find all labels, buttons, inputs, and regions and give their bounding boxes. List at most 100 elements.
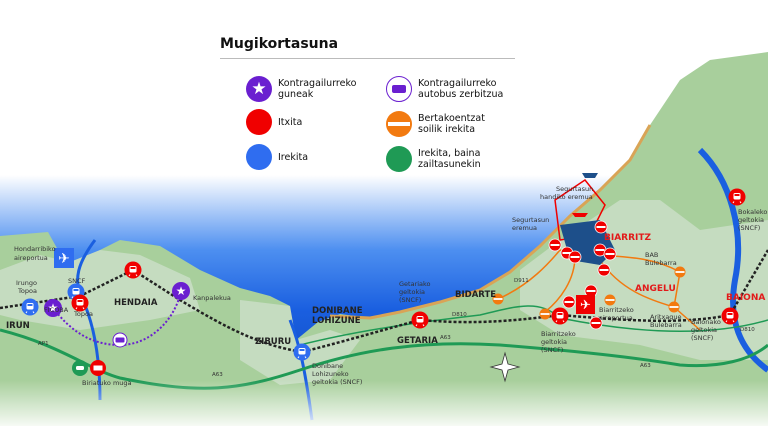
legend-label: Itxita: [278, 116, 303, 128]
donibane-station-label: geltokia (SNCF): [312, 378, 362, 386]
svg-text:✈: ✈: [580, 298, 591, 313]
town-biarritz: BIARRITZ: [604, 233, 652, 243]
town-donibane: DONIBANE: [312, 306, 363, 316]
orange-no-entry-icon: [386, 111, 412, 137]
red-boat-icon: [572, 213, 588, 217]
closed-road-icon[interactable]: [568, 250, 582, 264]
hondarribia-airport-label: Hondarribiko: [14, 245, 56, 253]
getaria-station-label: (SNCF): [399, 296, 421, 304]
boucau-station-label: Bokaleko: [738, 208, 767, 216]
baiona-station-label: geltokia: [691, 326, 717, 334]
bus-icon[interactable]: [112, 332, 128, 348]
closed-road-icon[interactable]: [548, 238, 562, 252]
counter-summit-bus-route: [52, 290, 182, 347]
security-zone-label: Segurtasun: [512, 216, 549, 224]
legend-label: zailtasunekin: [418, 159, 481, 170]
bab-label: BAB: [645, 251, 658, 259]
town-angelu: ANGELU: [635, 284, 676, 294]
donibane-station-label: Lohizuneko: [312, 370, 349, 378]
bab-label: Bulebarra: [645, 259, 677, 267]
aritxague-label: Bulebarra: [650, 321, 682, 329]
getaria-train-icon[interactable]: [411, 311, 429, 329]
orange-road-icon[interactable]: [539, 308, 551, 320]
biarritz-station-label: Biarritzeko: [541, 330, 576, 338]
baiona-train-icon[interactable]: [721, 307, 739, 325]
biarritz-station-label: (SNCF): [541, 346, 563, 354]
boucau-station-label: geltokia: [738, 216, 764, 224]
legend-item-open: Irekita: [246, 144, 308, 170]
red-circle-icon: [246, 109, 272, 135]
topoa-train-icon[interactable]: [71, 294, 89, 312]
biarritz-airport-icon[interactable]: ✈: [576, 295, 595, 314]
legend-item-closed: Itxita: [246, 109, 302, 135]
closed-road-icon[interactable]: [603, 247, 617, 261]
baiona-station-label: Baionako: [691, 318, 721, 326]
orange-road-icon[interactable]: [668, 301, 680, 313]
getaria-station-label: geltokia: [399, 288, 425, 296]
urban-area-donibane: [240, 300, 360, 385]
truck-icon[interactable]: [90, 360, 106, 376]
town-getaria: GETARIA: [397, 336, 438, 346]
kanpalekua-star-icon[interactable]: ★: [172, 282, 190, 300]
road-label-a63: A63: [212, 372, 223, 378]
legend-label: Kontragailurreko: [418, 78, 497, 89]
boucau-train-icon[interactable]: [728, 188, 746, 206]
hendaia-train-icon[interactable]: [124, 261, 142, 279]
svg-text:★: ★: [176, 284, 187, 298]
biarritz-train-icon[interactable]: [551, 307, 569, 325]
ficoba-star-icon[interactable]: ★: [44, 299, 62, 317]
town-bidarte: BIDARTE: [455, 290, 496, 300]
svg-text:★: ★: [48, 301, 59, 315]
boucau-station-label: (SNCF): [738, 224, 760, 232]
getaria-station-label: Getariako: [399, 280, 431, 288]
legend-label: soilik irekita: [418, 124, 476, 135]
irun-topoa-train-icon[interactable]: [21, 298, 39, 316]
road-label-a63: A63: [440, 335, 451, 341]
blue-circle-icon: [246, 144, 272, 170]
town-baiona: BAIONA: [726, 293, 765, 303]
svg-text:✈: ✈: [58, 251, 70, 267]
security-zone-label: eremua: [512, 224, 537, 232]
biarritz-airport-label: Biarritzeko: [599, 306, 634, 314]
legend-title: Mugikortasuna: [220, 36, 515, 59]
legend-label: Irekita, baina: [418, 148, 481, 159]
aritxague-label: Aritxague: [650, 313, 682, 321]
irun-topoa-label: Irungo: [16, 279, 37, 287]
boat-icon: [582, 173, 598, 178]
beach: [329, 124, 652, 320]
ficoba-label: FICOBA: [44, 306, 69, 314]
legend-label: Bertakoentzat: [418, 113, 485, 124]
legend-label: Kontragailurreko: [278, 78, 357, 89]
closed-road-icon[interactable]: [594, 220, 608, 234]
closed-road-icon[interactable]: [597, 263, 611, 277]
hondarribia-airport-icon[interactable]: ✈: [54, 248, 74, 268]
irun-topoa-label: Topoa: [17, 287, 37, 295]
donibane-train-icon[interactable]: [293, 343, 311, 361]
kanpalekua-label: Kanpalekua: [193, 294, 231, 302]
biriatu-label: Biriatuko muga: [82, 379, 132, 387]
high-security-zone-label: handiko eremua: [540, 193, 593, 201]
town-hendaia: HENDAIA: [114, 298, 158, 308]
high-security-zone: [554, 178, 606, 241]
orange-road-icon[interactable]: [604, 294, 616, 306]
road-label-a63: A63: [640, 363, 651, 369]
legend-label: Irekita: [278, 151, 309, 163]
car-icon[interactable]: [72, 360, 88, 376]
baiona-station-label: (SNCF): [691, 334, 713, 342]
green-circle-icon: [386, 146, 412, 172]
purple-star-icon: ★: [246, 76, 272, 102]
legend-label: guneak: [278, 89, 314, 100]
orange-road-icon[interactable]: [674, 266, 686, 278]
sncf-label: SNCF: [68, 277, 86, 285]
topoa-label: Topoa: [73, 310, 93, 318]
high-security-zone-label: Segurtasun: [556, 185, 593, 193]
legend-label: autobus zerbitzua: [418, 89, 504, 100]
town-donibane: LOHIZUNE: [312, 316, 361, 326]
road-label-d911: D911: [514, 278, 529, 284]
closed-road-icon[interactable]: [562, 295, 576, 309]
